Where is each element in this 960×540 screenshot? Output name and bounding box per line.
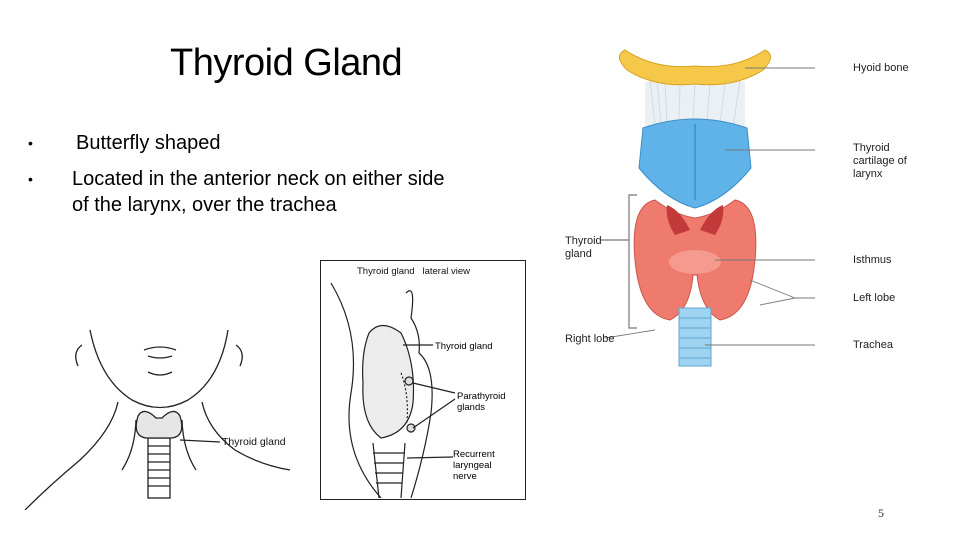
bullet-marker: •: [28, 135, 33, 151]
cartilage-label: Thyroid cartilage of larynx: [853, 142, 907, 181]
lateral-thyroid-label: Thyroid gland: [435, 341, 493, 352]
page-number: 5: [878, 506, 884, 520]
isthmus-label: Isthmus: [853, 254, 892, 266]
bullet-item: • Butterfly shaped: [28, 130, 448, 156]
neck-thyroid-label: Thyroid gland: [222, 436, 286, 448]
cartilage-label-line: larynx: [853, 168, 883, 180]
anterior-view-illustration: [600, 49, 815, 367]
cartilage-label-line: Thyroid: [853, 142, 890, 154]
left-lobe-label: Left lobe: [853, 292, 896, 304]
parathyroid-label-line: glands: [457, 402, 485, 413]
bullet-text: Located in the anterior neck on either s…: [72, 168, 445, 216]
thyroid-gland-label-line: gland: [565, 248, 592, 260]
bullet-marker: •: [28, 171, 33, 187]
cartilage-label-line: cartilage of: [853, 155, 907, 167]
lateral-view-figure: Thyroid gland lateral view Thyroid: [320, 260, 526, 500]
neck-illustration: [24, 329, 291, 510]
thyroid-gland-label-line: Thyroid: [565, 235, 602, 247]
bullet-text: Butterfly shaped: [76, 132, 221, 154]
parathyroid-label-line: Parathyroid: [457, 391, 506, 402]
thyroid-gland-label: Thyroid gland: [565, 235, 602, 261]
lateral-view-drawing: [330, 282, 456, 498]
slide-title: Thyroid Gland: [170, 42, 403, 84]
hyoid-label: Hyoid bone: [853, 62, 909, 74]
nerve-label-line: Recurrent: [453, 449, 495, 460]
parathyroid-label: Parathyroid glands: [457, 391, 506, 413]
nerve-label-line: laryngeal: [453, 460, 492, 471]
bullet-list: • Butterfly shaped • Located in the ante…: [28, 130, 448, 228]
lateral-view-header: Thyroid gland lateral view: [357, 266, 470, 277]
nerve-label: Recurrent laryngeal nerve: [453, 449, 495, 482]
nerve-label-line: nerve: [453, 471, 477, 482]
right-lobe-label: Right lobe: [565, 333, 615, 345]
bullet-item: • Located in the anterior neck on either…: [28, 166, 448, 218]
trachea-label: Trachea: [853, 339, 893, 351]
